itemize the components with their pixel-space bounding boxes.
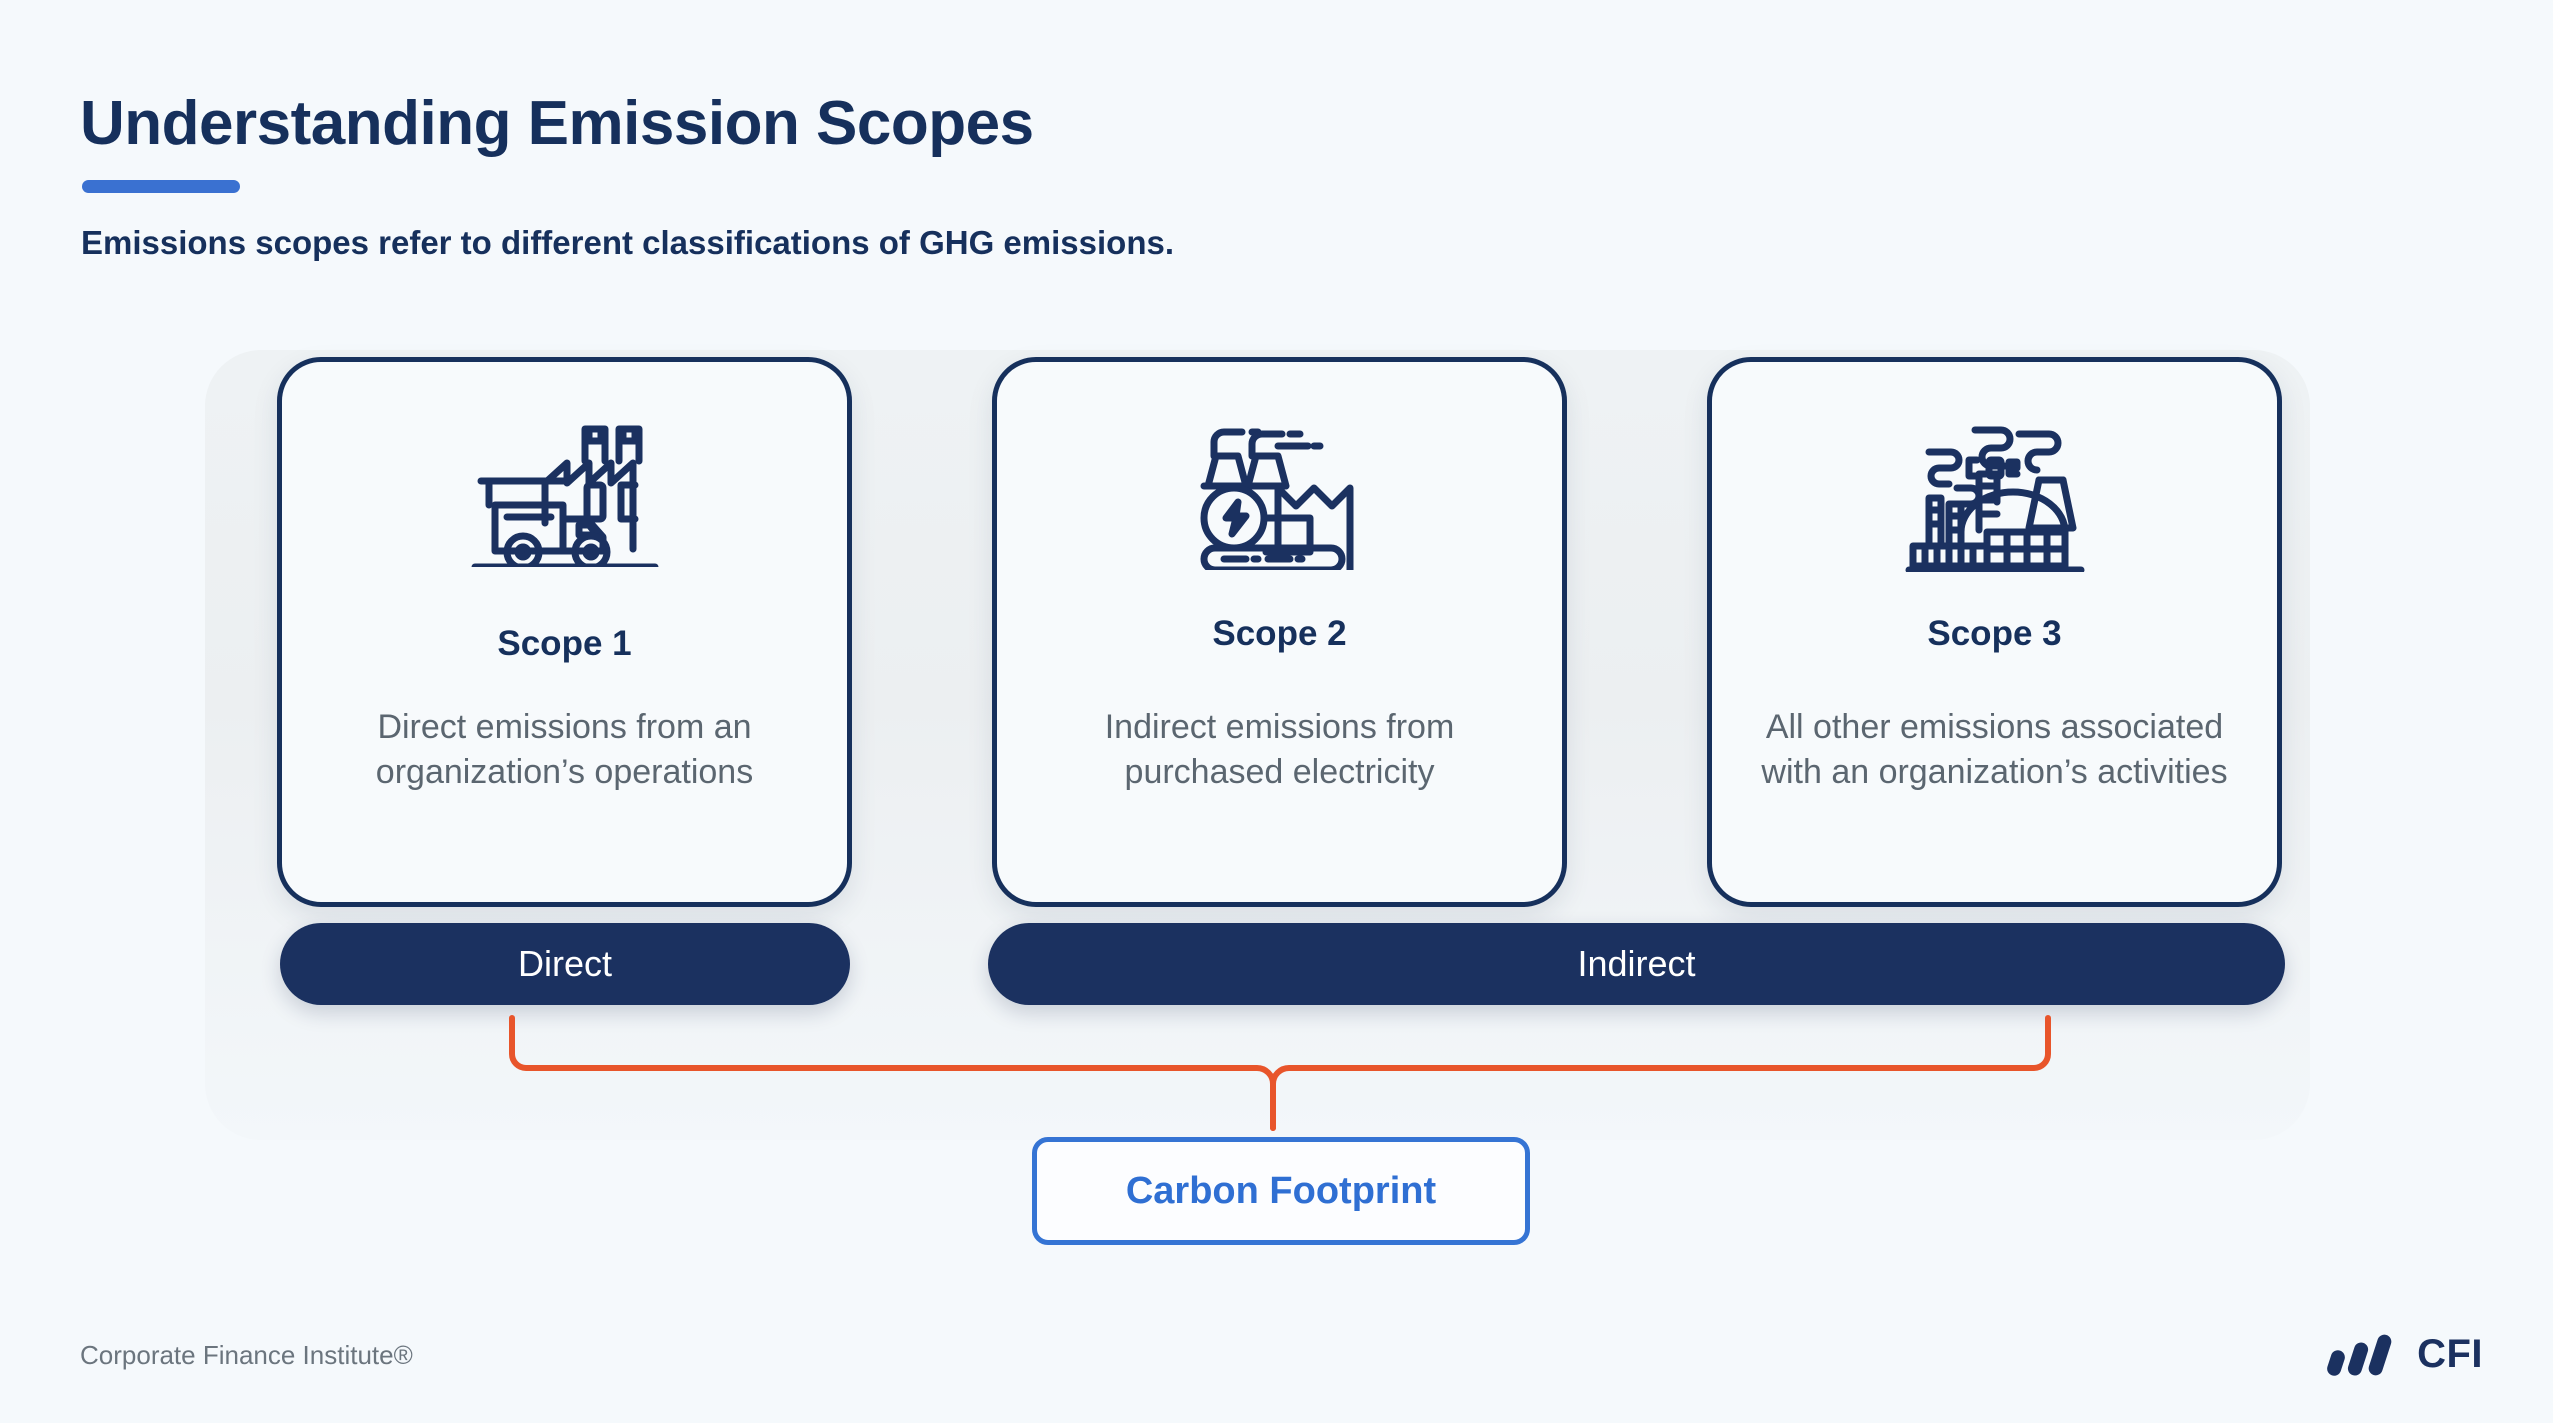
category-pill-direct-label: Direct [517, 943, 612, 984]
cfi-logo: CFI [2327, 1332, 2483, 1376]
scope-card-1-content: Scope 1 Direct emissions from an organiz… [282, 362, 847, 902]
scope-card-1-heading: Scope 1 [497, 624, 632, 663]
cfi-logo-text: CFI [2417, 1332, 2483, 1376]
scope-card-2[interactable]: Scope 2 Indirect emissions from purchase… [992, 357, 1567, 907]
industrial-plant-co2-icon [1712, 404, 2277, 579]
scope-card-2-content: Scope 2 Indirect emissions from purchase… [997, 362, 1562, 902]
carbon-footprint-label: Carbon Footprint [1125, 1169, 1437, 1212]
cfi-logo-mark [2327, 1334, 2392, 1376]
scope-card-3[interactable]: Scope 3 All other emissions associated w… [1707, 357, 2282, 907]
scope-card-3-body: All other emissions associated with an o… [1761, 708, 2228, 792]
scope-card-2-heading: Scope 2 [1212, 614, 1347, 653]
page-subtitle: Emissions scopes refer to different clas… [81, 224, 1174, 261]
title-accent-rule [82, 180, 240, 193]
scope-card-3-content: Scope 3 All other emissions associated w… [1712, 362, 2277, 902]
factory-truck-icon [282, 404, 847, 579]
category-pill-indirect-label: Indirect [1577, 943, 1696, 984]
carbon-footprint-box[interactable]: Carbon Footprint [1032, 1137, 1530, 1245]
scope-card-1-body: Direct emissions from an organization’s … [375, 708, 754, 792]
category-pill-indirect[interactable]: Indirect [988, 923, 2285, 1005]
scope-card-2-body: Indirect emissions from purchased electr… [1104, 708, 1455, 792]
category-pill-direct[interactable]: Direct [280, 923, 850, 1005]
footer-brand-text: Corporate Finance Institute® [80, 1340, 413, 1370]
power-plant-electricity-icon [997, 404, 1562, 579]
scope-card-3-heading: Scope 3 [1927, 614, 2062, 653]
scope-card-1[interactable]: Scope 1 Direct emissions from an organiz… [277, 357, 852, 907]
page-title: Understanding Emission Scopes [80, 89, 1034, 158]
